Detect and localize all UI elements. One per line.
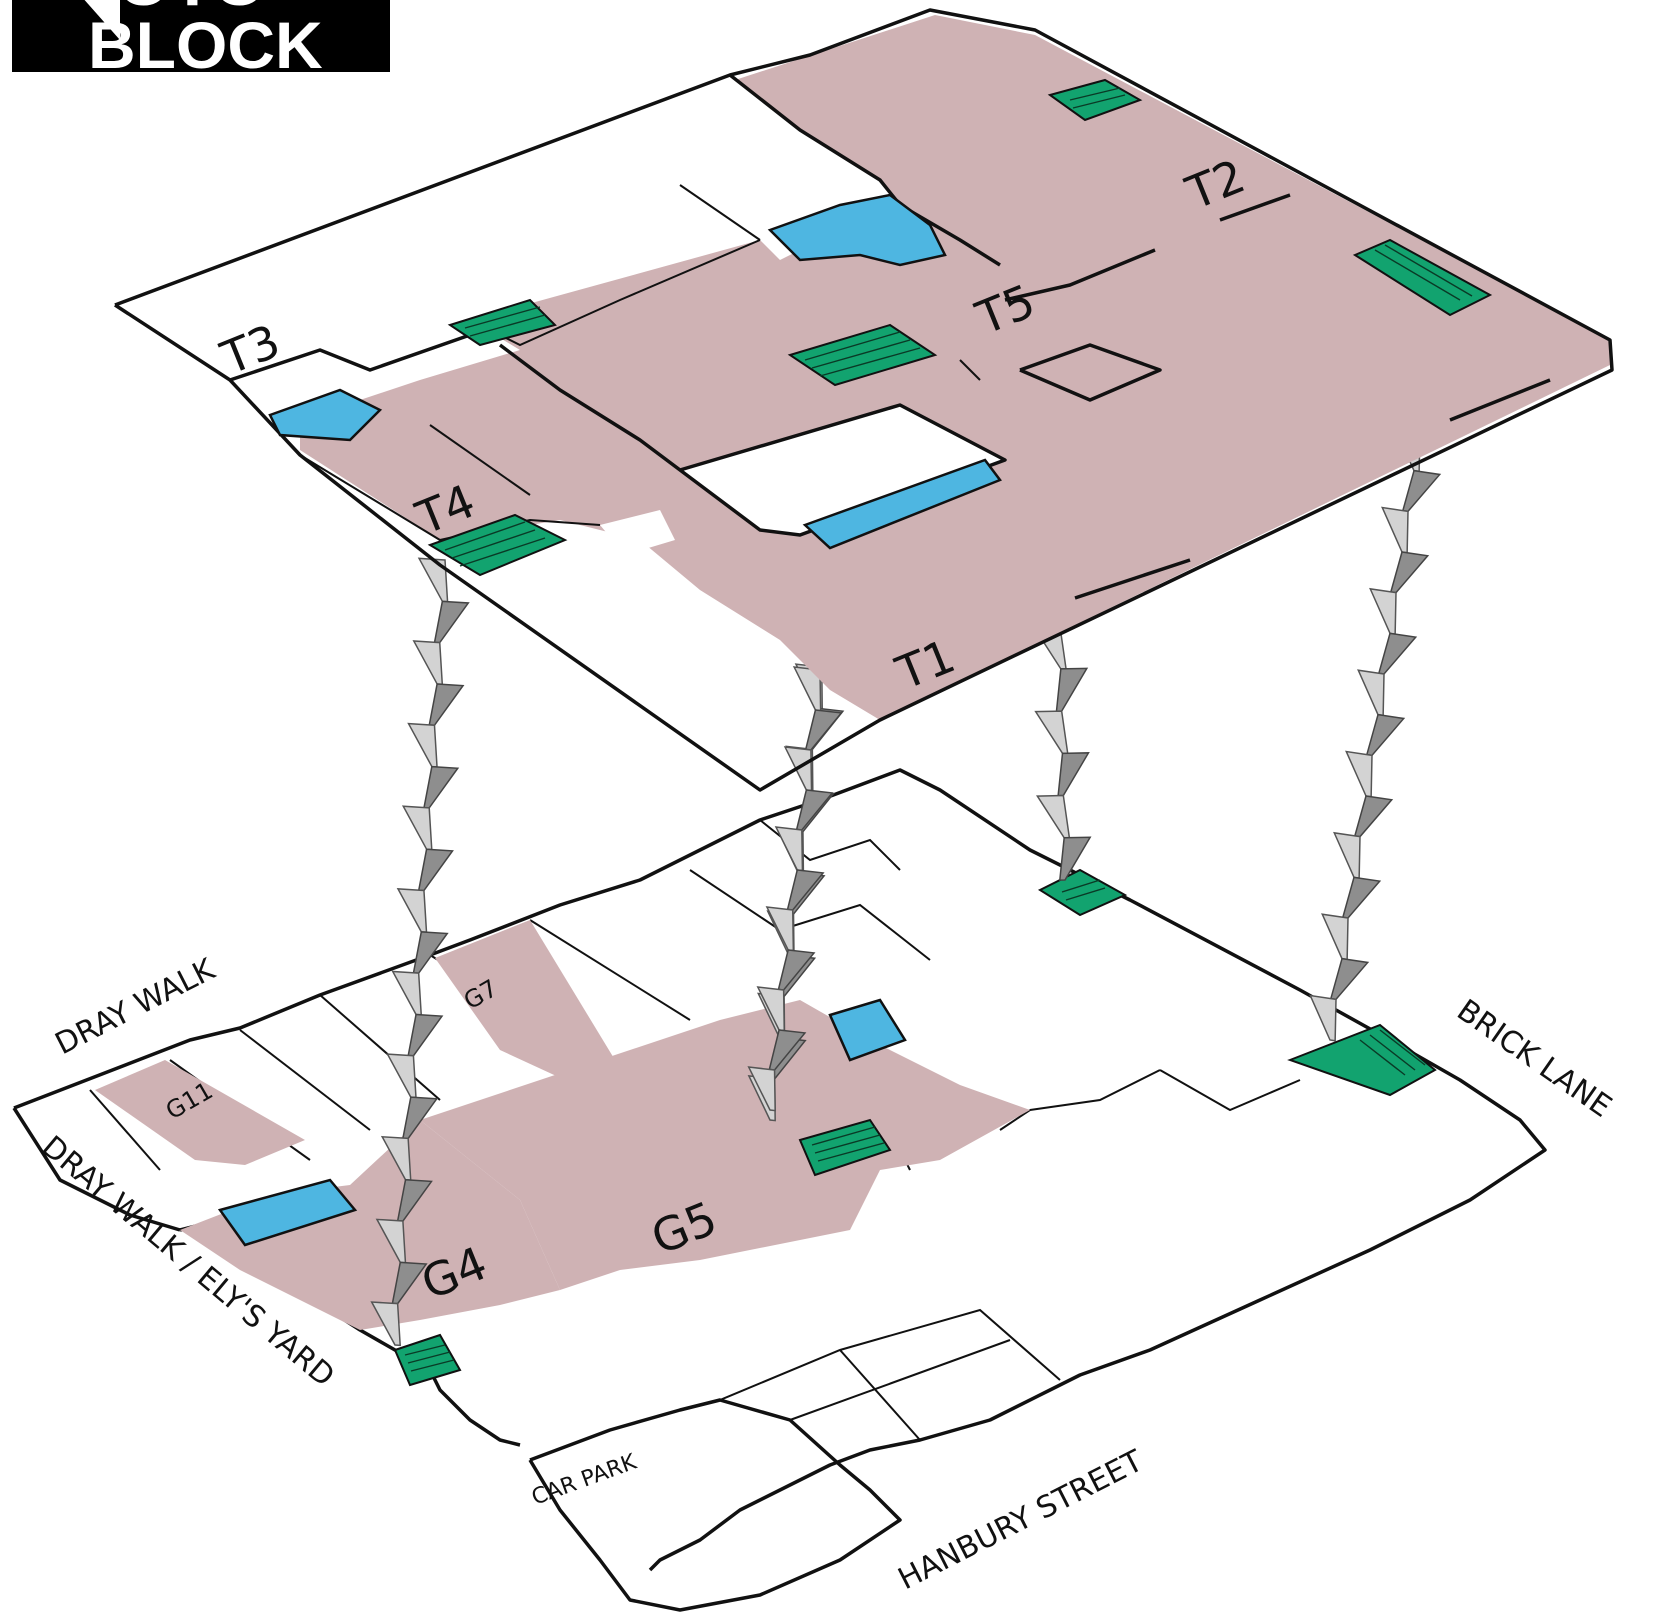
top-floor-pink-area	[300, 15, 1610, 720]
unit-g4[interactable]	[180, 1120, 560, 1330]
ground-stairs-east[interactable]	[1287, 1023, 1437, 1097]
unit-g5[interactable]	[420, 1000, 1030, 1290]
floor-connector-segment	[1357, 669, 1385, 717]
logo: TOTO BLOCK	[12, 0, 390, 82]
floor-connector-segment	[428, 683, 465, 727]
car-park-outline	[528, 1398, 902, 1612]
top-lift-north[interactable]	[767, 193, 947, 267]
floor-connector-segment	[795, 789, 834, 831]
top-stairs-west[interactable]	[447, 298, 557, 347]
floor-connector-segment	[774, 826, 804, 872]
top-lift-west[interactable]	[268, 388, 383, 442]
logo-line1: TOTO	[75, 0, 267, 20]
floor-connector-segment	[1369, 587, 1397, 635]
floor-connector-segment	[1321, 913, 1349, 961]
floor-connector-segment	[407, 1013, 444, 1057]
ground-floor-plan	[12, 768, 1547, 1612]
ground-lift-central[interactable]	[828, 998, 907, 1062]
floor-connector-segment	[1309, 994, 1337, 1042]
floor-connector-segment	[1329, 957, 1370, 1001]
ground-stairs-central[interactable]	[798, 1118, 892, 1177]
ground-lift-west[interactable]	[217, 1178, 358, 1247]
floor-connector-segment	[401, 805, 433, 851]
floor-connector-segment	[1381, 506, 1409, 554]
floor-connector-segment	[1058, 836, 1092, 881]
floor-connector-segment	[1401, 469, 1442, 513]
floor-connector-segment	[765, 906, 795, 952]
top-floor-plan	[114, 8, 1614, 792]
floor-connector-segment	[777, 949, 816, 991]
floor-connector-segment	[417, 848, 454, 892]
floor-connector-segment	[1333, 831, 1361, 879]
floor-connector-segment	[1389, 551, 1430, 594]
floor-connector-segment	[1377, 632, 1418, 675]
floor-connector-segment	[386, 1053, 417, 1099]
floor-connector-segment	[786, 869, 825, 911]
ground-outline	[13, 768, 1547, 1572]
ground-stairs-north[interactable]	[1037, 868, 1128, 917]
floor-connector-segment	[1055, 667, 1089, 712]
street-brick-lane: BRICK LANE	[1450, 993, 1617, 1125]
floor-connector-segment	[407, 722, 438, 768]
floor-connector-segment	[417, 557, 449, 603]
top-stairs-t4[interactable]	[427, 513, 568, 577]
floor-connector-segment	[433, 600, 470, 644]
logo-line2: BLOCK	[88, 8, 323, 82]
floor-connector-segment	[1034, 710, 1069, 755]
top-stairs-north[interactable]	[1047, 78, 1143, 122]
floor-connector-segment	[396, 888, 428, 933]
floor-connector-segment	[1057, 752, 1090, 797]
label-car-park: CAR PARK	[529, 1450, 641, 1511]
top-lift-void[interactable]	[802, 458, 1002, 550]
floor-connector-segment	[1341, 876, 1382, 919]
floor-connector-segment	[1345, 750, 1373, 798]
floor-connector-segment	[391, 970, 423, 1016]
street-hanbury-street: HANBURY STREET	[893, 1443, 1149, 1597]
floor-connector-segment	[747, 1066, 776, 1112]
floor-connector-segment	[423, 765, 460, 809]
unit-g7[interactable]	[435, 920, 615, 1080]
floor-connector-segment	[1035, 794, 1071, 839]
floor-connector-segment	[370, 1301, 401, 1347]
ground-stairs-sw[interactable]	[393, 1333, 462, 1387]
street-dray-walk: DRAY WALK	[50, 951, 222, 1062]
unit-g11[interactable]	[95, 1060, 305, 1165]
floor-connector-segment	[412, 640, 444, 686]
floor-connector-segment	[1365, 713, 1406, 757]
top-stairs-central[interactable]	[787, 323, 938, 387]
top-stairs-east[interactable]	[1352, 238, 1493, 317]
floor-connector-segment	[1353, 795, 1394, 838]
